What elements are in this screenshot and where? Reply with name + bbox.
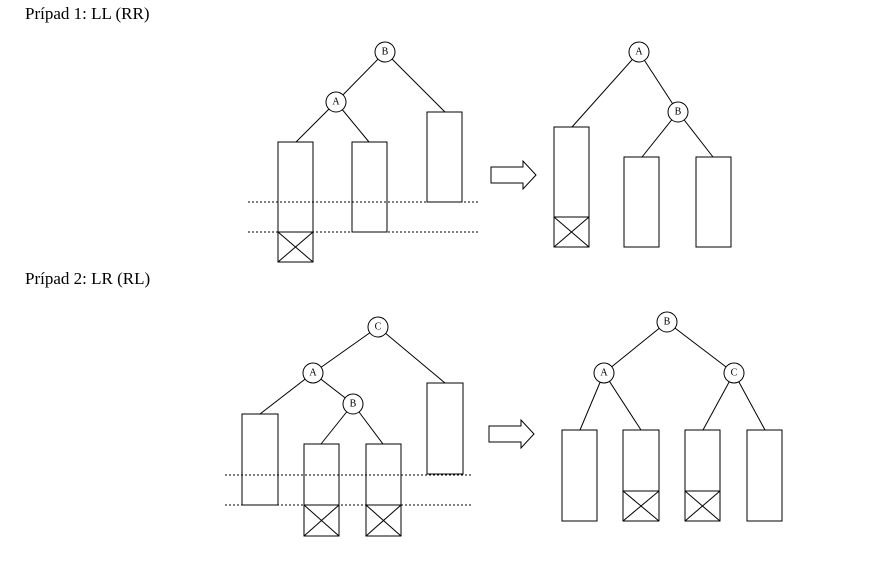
rotation-arrow-icon bbox=[490, 159, 537, 191]
subtree-box bbox=[561, 429, 598, 522]
overflow-block bbox=[622, 490, 660, 522]
node-label: C bbox=[375, 322, 382, 333]
edge bbox=[384, 51, 446, 113]
tree-node bbox=[667, 101, 689, 123]
edge bbox=[702, 372, 735, 431]
subtree-box bbox=[426, 111, 463, 203]
subtree-box bbox=[623, 156, 660, 248]
case-1-title: Prípad 1: LL (RR) bbox=[25, 4, 150, 23]
case-2-after-tree bbox=[561, 311, 783, 522]
tree-node bbox=[628, 41, 650, 63]
overflow-block bbox=[277, 231, 314, 263]
subtree-box bbox=[746, 429, 783, 522]
subtree-box bbox=[622, 429, 660, 492]
node-label: B bbox=[675, 107, 682, 118]
subtree-box bbox=[684, 429, 721, 492]
tree-node bbox=[374, 41, 396, 63]
node-label: B bbox=[382, 47, 389, 58]
node-label: A bbox=[309, 368, 317, 379]
node-label: A bbox=[635, 47, 643, 58]
tree-node bbox=[723, 362, 745, 384]
case-1-before-tree bbox=[248, 41, 480, 263]
tree-node bbox=[342, 393, 364, 415]
overflow-block bbox=[365, 504, 402, 537]
edge bbox=[666, 321, 735, 374]
edge bbox=[733, 372, 766, 431]
node-label: B bbox=[350, 399, 357, 410]
edge bbox=[603, 372, 642, 431]
subtree-box bbox=[695, 156, 732, 248]
subtree-box bbox=[553, 126, 590, 218]
subtree-box bbox=[277, 141, 314, 233]
node-label: A bbox=[332, 97, 340, 108]
node-label: B bbox=[664, 317, 671, 328]
tree-node bbox=[656, 311, 678, 333]
overflow-block bbox=[684, 490, 721, 522]
subtree-box bbox=[351, 141, 388, 233]
tree-node bbox=[367, 316, 389, 338]
edge bbox=[638, 51, 679, 113]
edge bbox=[571, 51, 640, 128]
subtree-box bbox=[241, 413, 279, 506]
edge bbox=[603, 321, 668, 374]
edge bbox=[335, 51, 386, 103]
rotation-arrow-icon bbox=[488, 418, 535, 450]
case-2-before-tree bbox=[225, 316, 471, 537]
node-label: C bbox=[731, 368, 738, 379]
node-label: A bbox=[600, 368, 608, 379]
overflow-block bbox=[303, 504, 340, 537]
edge bbox=[259, 372, 314, 415]
case-1-after-tree bbox=[553, 41, 732, 248]
subtree-box bbox=[365, 443, 402, 506]
tree-node bbox=[325, 91, 347, 113]
subtree-box bbox=[426, 382, 464, 475]
overflow-block bbox=[553, 216, 590, 248]
case-2-title: Prípad 2: LR (RL) bbox=[25, 269, 151, 288]
edge bbox=[377, 326, 446, 384]
edge bbox=[312, 326, 379, 374]
tree-node bbox=[593, 362, 615, 384]
tree-node bbox=[302, 362, 324, 384]
